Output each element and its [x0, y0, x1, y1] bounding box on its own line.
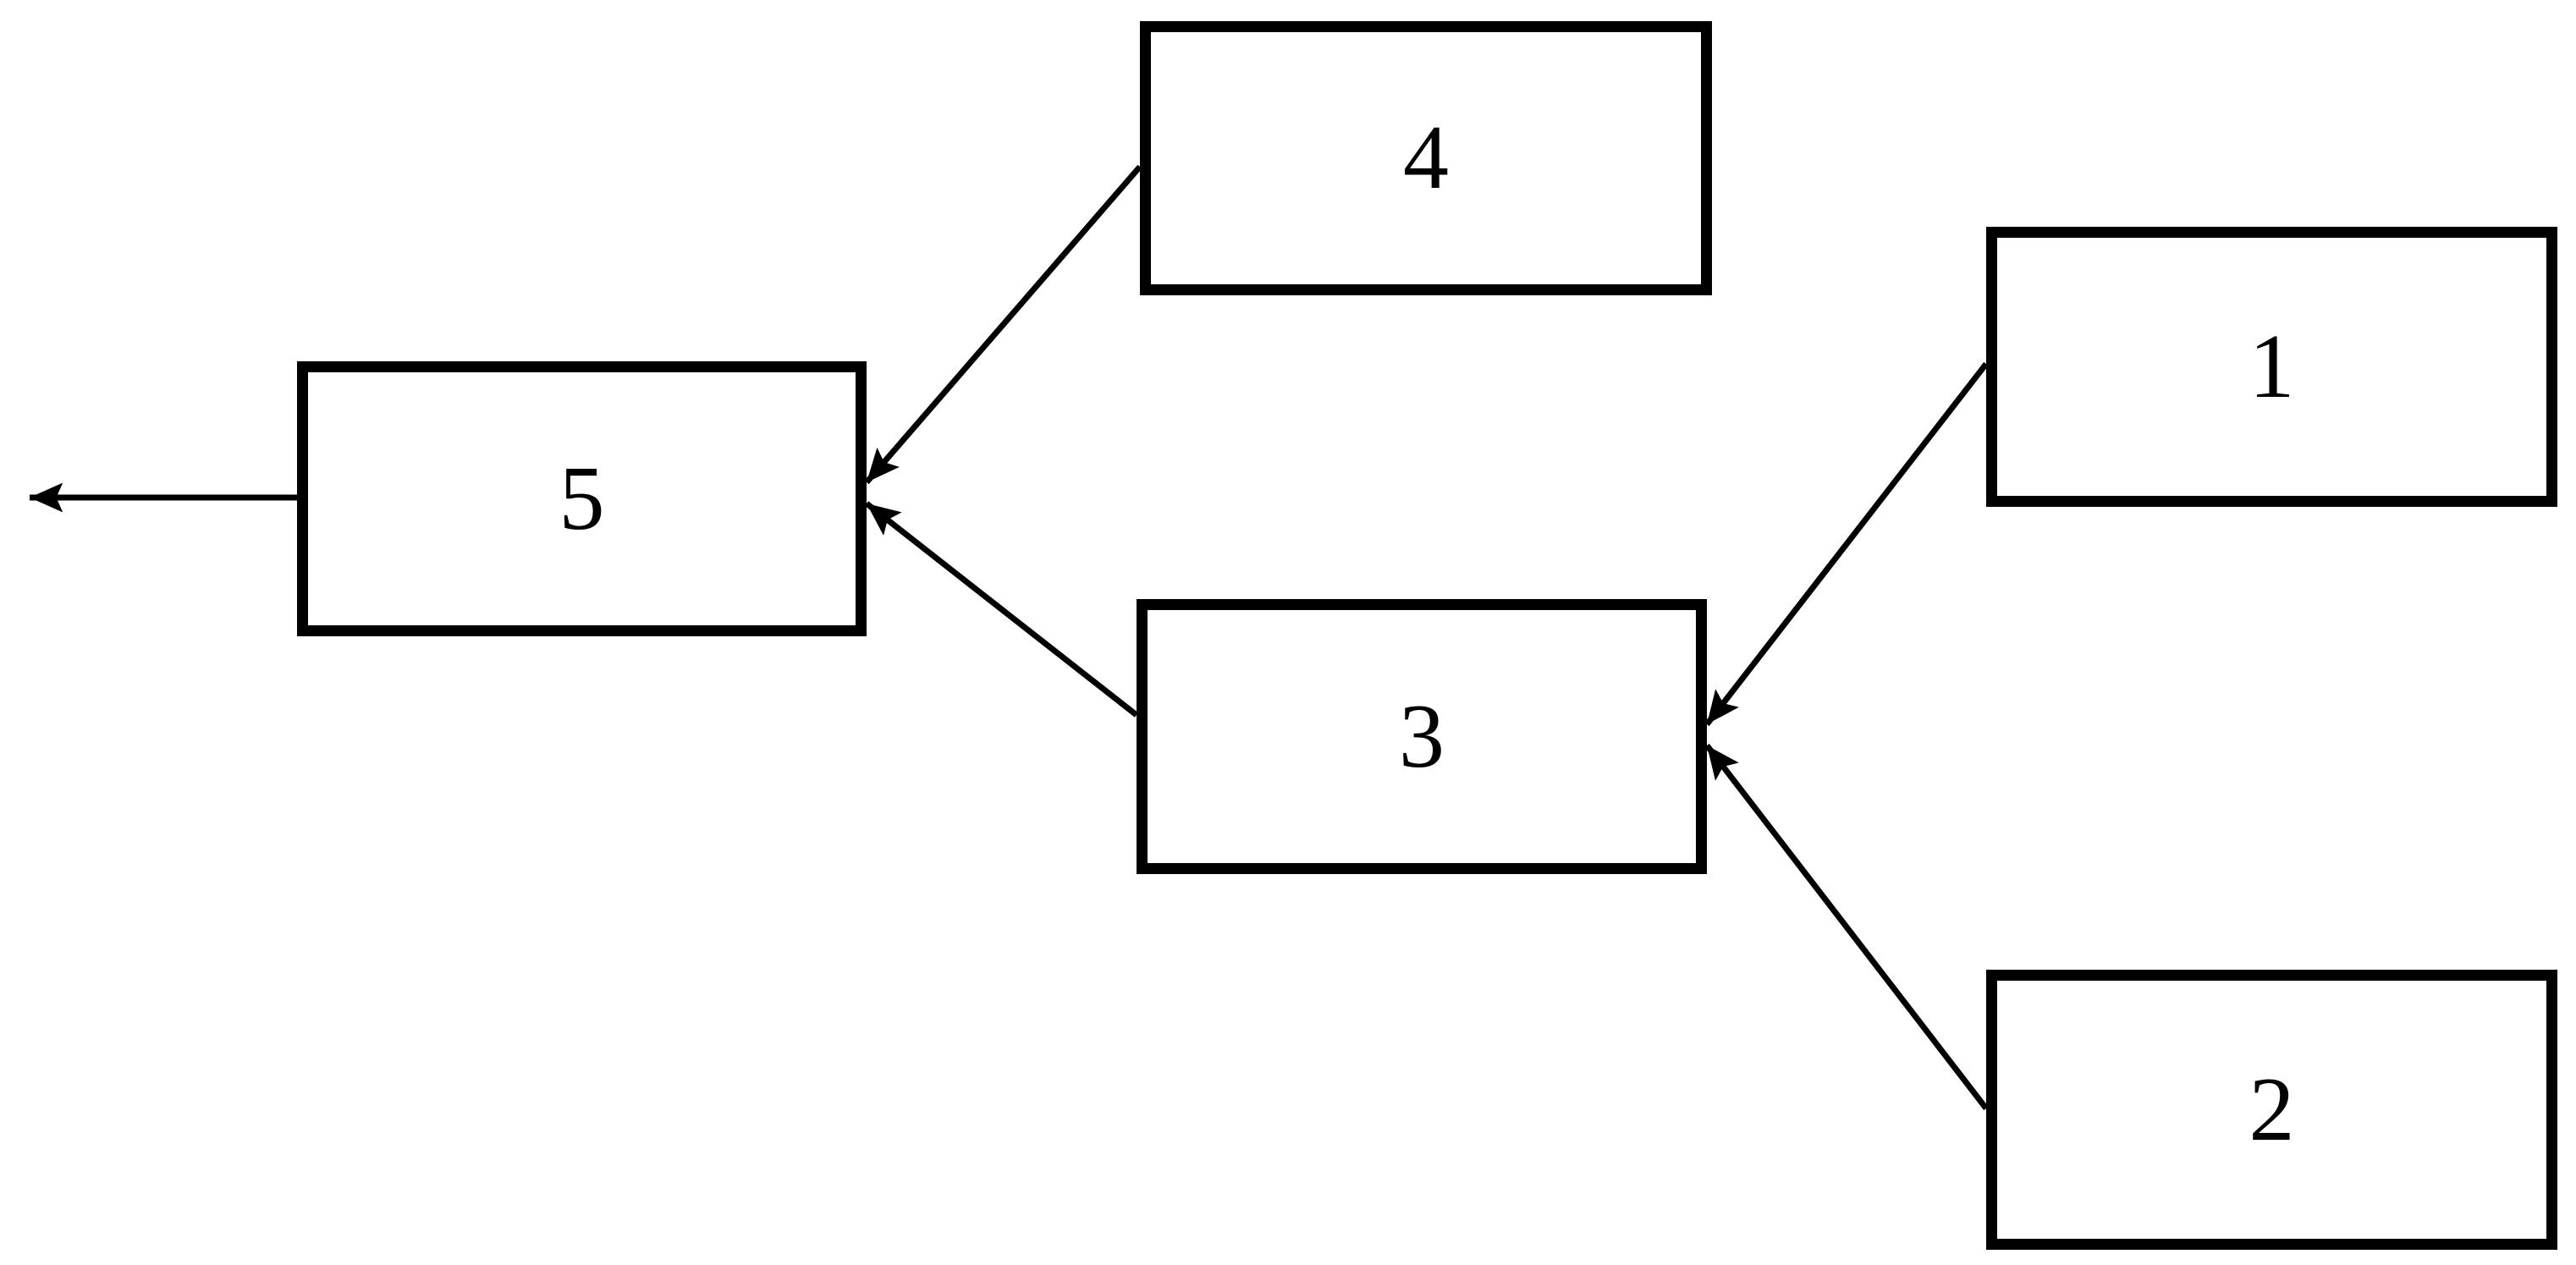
node-label-5: 5 — [559, 448, 605, 549]
edge-n4-to-n5 — [864, 164, 1142, 485]
edge-n3-to-n5 — [864, 501, 1139, 718]
node-box-1[interactable]: 1 — [1986, 227, 2557, 507]
node-box-2[interactable]: 2 — [1986, 970, 2557, 1250]
node-label-2: 2 — [2248, 1059, 2295, 1160]
node-label-1: 1 — [2248, 316, 2295, 417]
node-box-5[interactable]: 5 — [297, 361, 867, 636]
node-box-4[interactable]: 4 — [1140, 21, 1712, 295]
node-label-4: 4 — [1403, 107, 1449, 208]
node-box-3[interactable]: 3 — [1137, 599, 1707, 874]
edge-n1-to-n3 — [1704, 361, 1989, 727]
edge-n2-to-n3 — [1704, 743, 1989, 1111]
node-label-3: 3 — [1399, 685, 1445, 787]
